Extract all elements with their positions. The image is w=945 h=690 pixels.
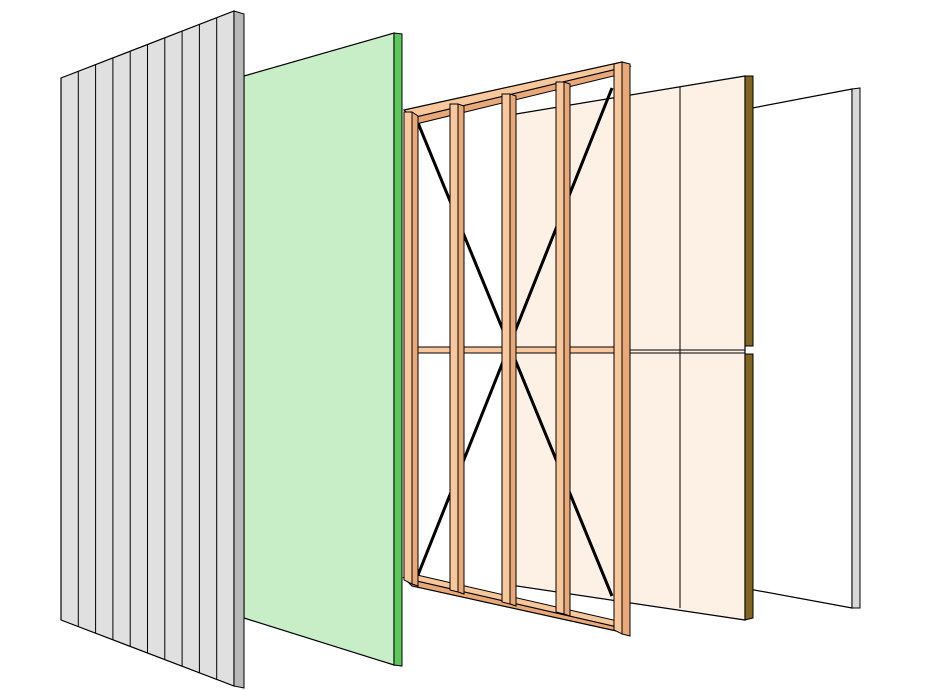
stud-4-face: [555, 81, 565, 615]
vertical-siding-layer: [60, 10, 245, 689]
stud-2-side: [457, 103, 465, 595]
stud-1: [403, 111, 419, 587]
stud-5-side: [621, 61, 631, 637]
siding-board-lines: [77, 17, 218, 680]
stud-4-side: [563, 81, 571, 617]
stud-1-face: [403, 111, 413, 585]
vertical-siding-edge: [233, 10, 245, 689]
stud-2: [449, 103, 465, 595]
stud-5: [613, 61, 631, 637]
interior-board-edge: [851, 87, 861, 609]
insulation-panel-edge-top: [744, 75, 754, 347]
stud-3-face: [501, 93, 511, 605]
insulation-panel-edge-bottom: [744, 353, 754, 621]
green-sheathing-edge: [393, 32, 403, 667]
stud-1-side: [411, 111, 419, 587]
stud-5-face: [613, 61, 623, 635]
stud-2-face: [449, 103, 459, 593]
wood-stud-frame-layer: [402, 61, 632, 637]
stud-3-side: [509, 93, 517, 607]
stud-3: [501, 93, 517, 607]
green-sheathing-layer: [243, 32, 403, 667]
green-sheathing-face: [243, 32, 395, 666]
stud-4: [555, 81, 571, 617]
